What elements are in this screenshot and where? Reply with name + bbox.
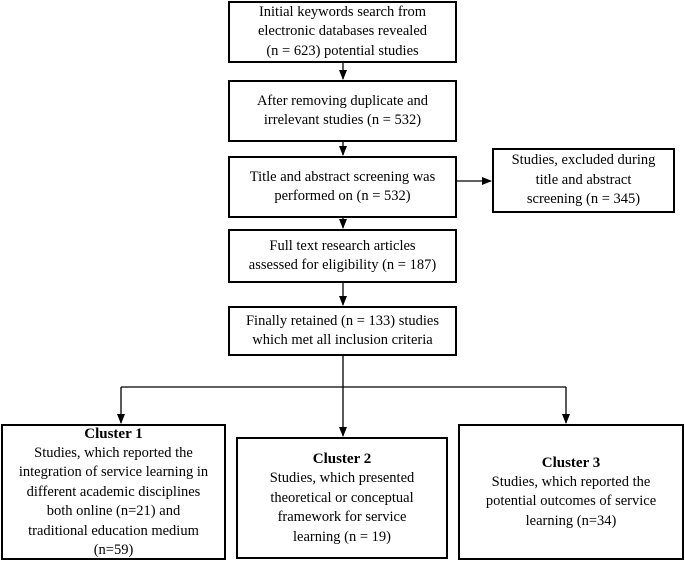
included-text: Finally retained (n = 133) studies which… (245, 312, 440, 349)
included-box: Finally retained (n = 133) studies which… (228, 306, 457, 356)
cluster-1-text: Studies, which reported the integration … (18, 444, 209, 559)
cluster-2-box: Cluster 2 Studies, which presented theor… (236, 437, 448, 559)
excluded-box: Studies, excluded during title and abstr… (492, 148, 675, 213)
cluster-2-title: Cluster 2 (312, 451, 372, 467)
cluster-3-box: Cluster 3 Studies, which reported the po… (458, 424, 684, 560)
identification-text: Initial keywords search from electronic … (257, 3, 428, 59)
excluded-text: Studies, excluded during title and abstr… (511, 152, 656, 208)
deduplication-text: After removing duplicate and irrelevant … (256, 92, 429, 129)
cluster-3-text: Studies, which reported the potential ou… (485, 473, 657, 529)
screening-text: Title and abstract screening was perform… (249, 168, 436, 205)
identification-box: Initial keywords search from electronic … (228, 1, 457, 63)
eligibility-box: Full text research articles assessed for… (228, 229, 457, 283)
cluster-1-box: Cluster 1 Studies, which reported the in… (1, 424, 226, 560)
eligibility-text: Full text research articles assessed for… (248, 237, 437, 274)
deduplication-box: After removing duplicate and irrelevant … (228, 80, 457, 142)
cluster-2-text: Studies, which presented theoretical or … (269, 470, 415, 545)
cluster-3-title: Cluster 3 (541, 454, 601, 471)
screening-box: Title and abstract screening was perform… (228, 156, 457, 218)
cluster-1-title: Cluster 1 (84, 425, 143, 442)
